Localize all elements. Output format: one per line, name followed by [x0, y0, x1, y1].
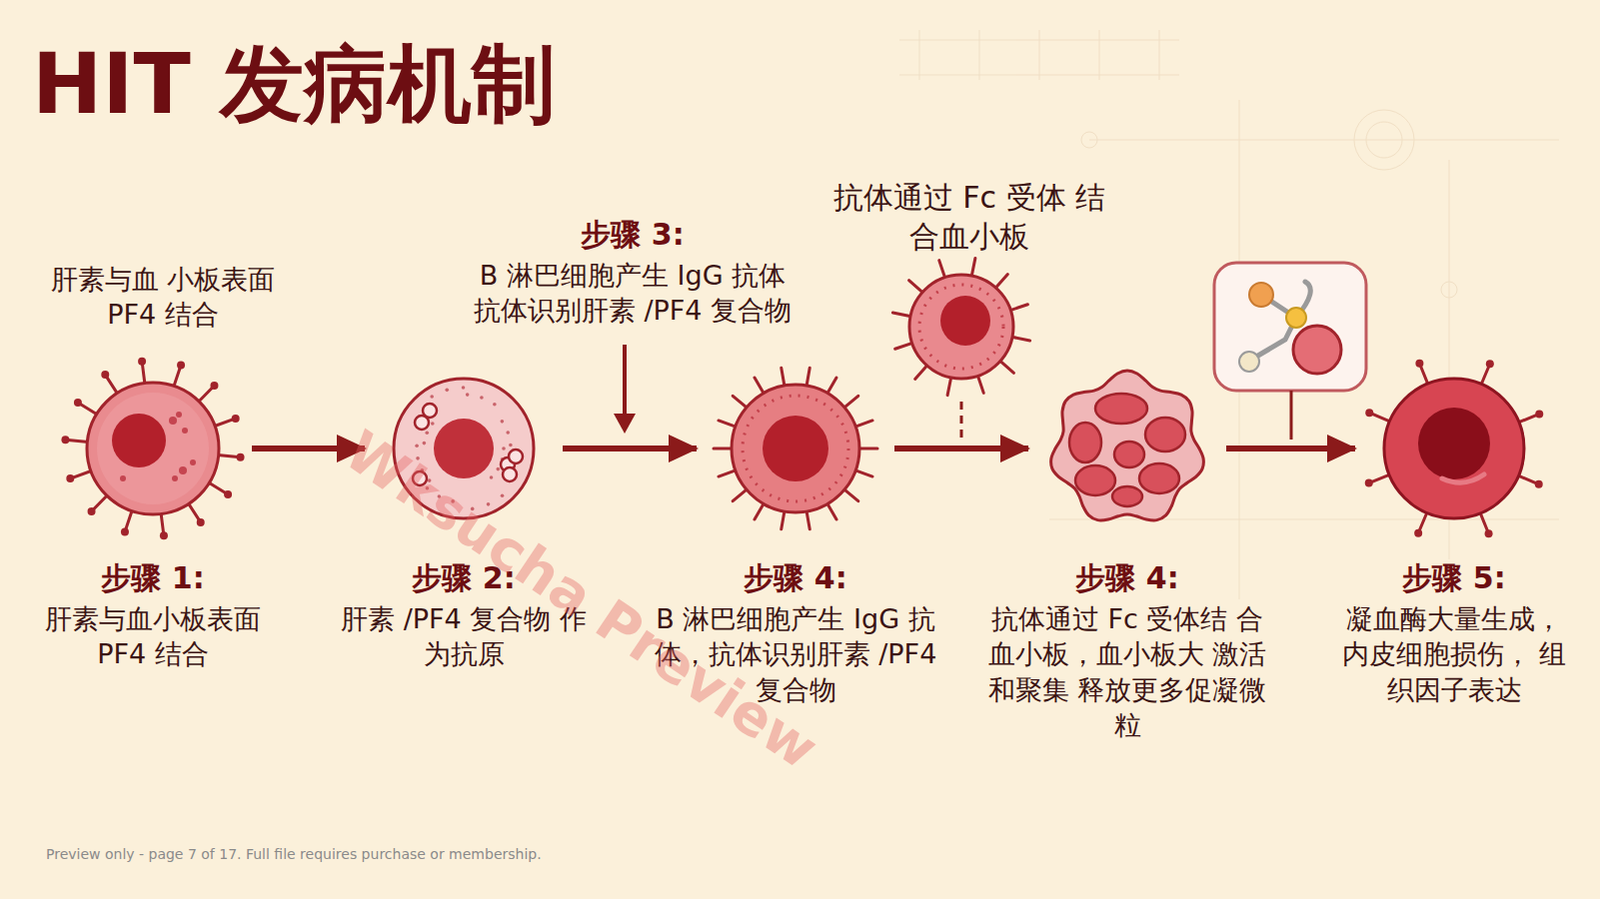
step-caption: 步骤 4:抗体通过 Fc 受体结 合血小板，血小板大 激活和聚集 释放更多促凝微…	[982, 559, 1273, 744]
platelet-step: 步骤 5:凝血酶大量生成， 内皮细胞损伤， 组织因子表达	[1359, 353, 1550, 544]
step-caption: 步骤 1:肝素与血小板表面 PF4 结合	[27, 559, 278, 673]
cell-spikes	[892, 257, 1030, 395]
platelet-step: 步骤 4:抗体通过 Fc 受体结 合血小板，血小板大 激活和聚集 释放更多促凝微…	[1032, 353, 1223, 544]
step-caption: 步骤 5:凝血酶大量生成， 内皮细胞损伤， 组织因子表达	[1334, 559, 1575, 708]
cell-figure	[1051, 370, 1205, 521]
flow-arrow	[894, 445, 1029, 452]
cell-outline	[368, 353, 559, 544]
annotation: B 淋巴细胞产生 IgG 抗体 抗体识别肝素 /PF4 复合物	[462, 257, 803, 328]
step-heading: 步骤 5:	[1334, 559, 1575, 598]
step-text: 凝血酶大量生成， 内皮细胞损伤， 组织因子表达	[1334, 601, 1575, 709]
cell-nucleus	[940, 295, 991, 346]
step-heading: 步骤 1:	[27, 559, 278, 598]
step-text: B 淋巴细胞产生 IgG 抗体，抗体识别肝素 /PF4 复合物	[645, 601, 946, 709]
activated-platelet	[892, 257, 1030, 395]
cell-figure	[60, 357, 244, 541]
annotation: 抗体通过 Fc 受体 结合血小板	[824, 177, 1115, 256]
cell-granules	[919, 284, 1004, 369]
step-text: 抗体通过 Fc 受体结 合血小板，血小板大 激活和聚集 释放更多促凝微粒	[982, 601, 1273, 745]
watermark: Wksucha Preview	[330, 415, 803, 767]
step-heading: 步骤 4:	[645, 559, 946, 598]
flow-arrow	[562, 445, 697, 452]
step3-pointer	[613, 344, 636, 434]
cell-outline	[1359, 353, 1550, 544]
step-caption: 步骤 4:B 淋巴细胞产生 IgG 抗体，抗体识别肝素 /PF4 复合物	[645, 559, 946, 708]
platelet-step: 步骤 2:肝素 /PF4 复合物 作为抗原	[368, 353, 559, 544]
cell-figure	[1365, 359, 1545, 539]
cell-outline	[1032, 353, 1223, 544]
flow-arrow	[251, 445, 365, 452]
cell-outline	[700, 353, 891, 544]
cell-membrane	[909, 274, 1014, 379]
platelet-step: 步骤 1:肝素与血小板表面 PF4 结合	[57, 353, 248, 544]
cell-figure	[713, 367, 878, 530]
step-text: 肝素 /PF4 复合物 作为抗原	[338, 601, 589, 673]
coagulation-icon	[1214, 262, 1367, 440]
step-text: 肝素与血小板表面 PF4 结合	[27, 601, 278, 673]
flow-arrow	[1226, 445, 1356, 452]
cell-figure	[393, 378, 534, 519]
platelet-step: 步骤 4:B 淋巴细胞产生 IgG 抗体，抗体识别肝素 /PF4 复合物	[700, 353, 891, 544]
step-caption: 步骤 2:肝素 /PF4 复合物 作为抗原	[338, 559, 589, 673]
annotation: 步骤 3:	[532, 214, 733, 254]
step-heading: 步骤 2:	[338, 559, 589, 598]
background-grid	[899, 29, 1560, 600]
leader-line	[960, 401, 964, 438]
step-heading: 步骤 4:	[982, 559, 1273, 598]
annotation: 肝素与血 小板表面 PF4 结合	[37, 261, 288, 332]
footer-note: Preview only - page 7 of 17. Full file r…	[45, 845, 746, 864]
page-title: HIT 发病机制	[31, 37, 556, 130]
cell-outline	[57, 353, 248, 544]
